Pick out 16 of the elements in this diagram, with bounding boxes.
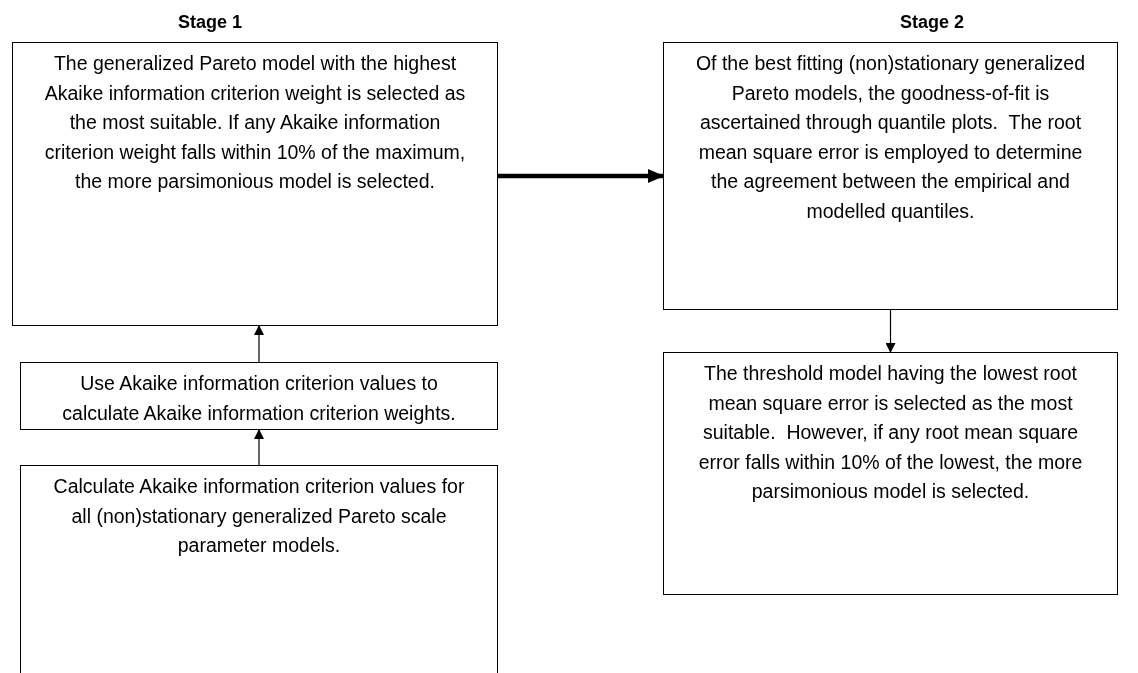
process-box: [12, 42, 498, 326]
process-box: [20, 465, 498, 673]
stage-heading: Stage 2: [900, 12, 965, 33]
box-text: Of the best fitting (non)stationary generalized Pareto models, the goodness-of-fit is ascertained through quantile plots. The root mean square error is employed to determine the agreement between the empirical and modelled quantiles.: [694, 51, 1087, 224]
process-box: [663, 352, 1118, 595]
box-text: The generalized Pareto model with the highest Akaike information criterion weight is selected as the most suitable. If any Akaike information criterion weight falls within 10% of the maximum, the more parsimonious model is selected.: [43, 51, 467, 194]
arrow: [254, 429, 264, 466]
box-text: Use Akaike information criterion values to calculate Akaike information criterion weights.: [61, 371, 457, 423]
arrow: [254, 325, 264, 363]
arrow: [885, 309, 896, 353]
box-text: Calculate Akaike information criterion values for all (non)stationary generalized Pareto scale parameter models.: [52, 474, 466, 558]
process-box: [663, 42, 1118, 310]
stage-heading: Stage 1: [178, 12, 243, 33]
box-text: The threshold model having the lowest root mean square error is selected as the most suitable. However, if any root mean square error falls within 10% of the lowest, the more parsimonious model is selected.: [697, 361, 1084, 504]
arrow: [498, 169, 664, 183]
process-box: [20, 362, 498, 430]
